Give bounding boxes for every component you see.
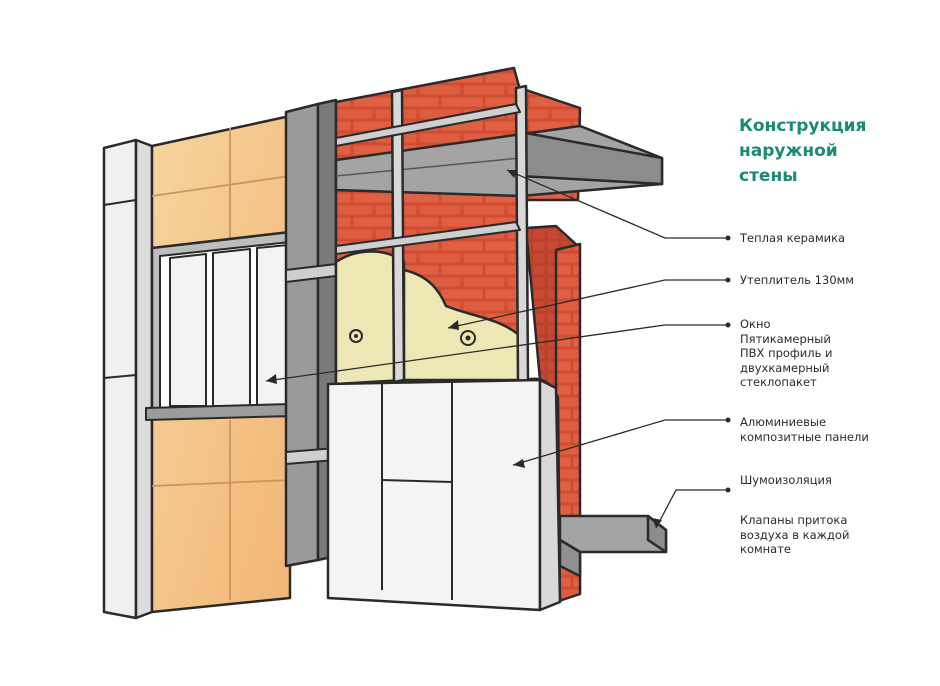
leader-dots	[725, 235, 731, 493]
callout-line: стеклопакет	[740, 375, 817, 389]
composite-panels	[326, 378, 562, 612]
window	[145, 230, 293, 421]
callout-air-valves: Клапаны притока воздуха в каждой комнате	[740, 513, 930, 557]
leader-lines	[265, 169, 728, 529]
floor-slab-top	[334, 124, 664, 198]
callout-soundproofing: Шумоизоляция	[740, 473, 930, 488]
leader-arrowheads	[266, 170, 662, 528]
callout-line: двухкамерный	[740, 360, 830, 375]
leader-insulation	[447, 279, 728, 329]
steel-column	[284, 98, 338, 568]
leader-soundproofing	[655, 489, 728, 529]
floor-slab-bottom	[558, 514, 668, 578]
callout-window: Окно Пятикамерный ПВХ профиль и двухкаме…	[740, 317, 930, 390]
callout-insulation: Утеплитель 130мм	[740, 273, 930, 288]
callout-line: Пятикамерный	[740, 331, 831, 346]
leader-window	[265, 324, 728, 382]
horizontal-rails	[335, 103, 521, 255]
title-line: стены	[739, 166, 798, 186]
callout-line: Теплая керамика	[740, 231, 846, 245]
callout-panels: Алюминиевые композитные панели	[740, 415, 930, 444]
callout-line: композитные панели	[740, 429, 869, 444]
leader-ceramics	[506, 169, 728, 239]
left-pillar	[102, 138, 154, 620]
title-line: Конструкция	[739, 116, 867, 136]
diagram-title: Конструкция наружной стены	[739, 114, 929, 189]
callout-line: комнате	[740, 542, 791, 556]
leader-panels	[512, 419, 728, 466]
callout-line: Алюминиевые	[740, 415, 827, 429]
callout-line: ПВХ профиль и	[740, 346, 833, 360]
callout-line: Шумоизоляция	[740, 473, 832, 487]
callout-line: Утеплитель 130мм	[740, 273, 854, 287]
callout-line: Окно	[740, 317, 771, 331]
callout-line: воздуха в каждой	[740, 527, 850, 542]
callout-line: Клапаны притока	[740, 513, 848, 527]
title-line: наружной	[739, 141, 838, 161]
callout-ceramics: Теплая керамика	[740, 231, 930, 246]
